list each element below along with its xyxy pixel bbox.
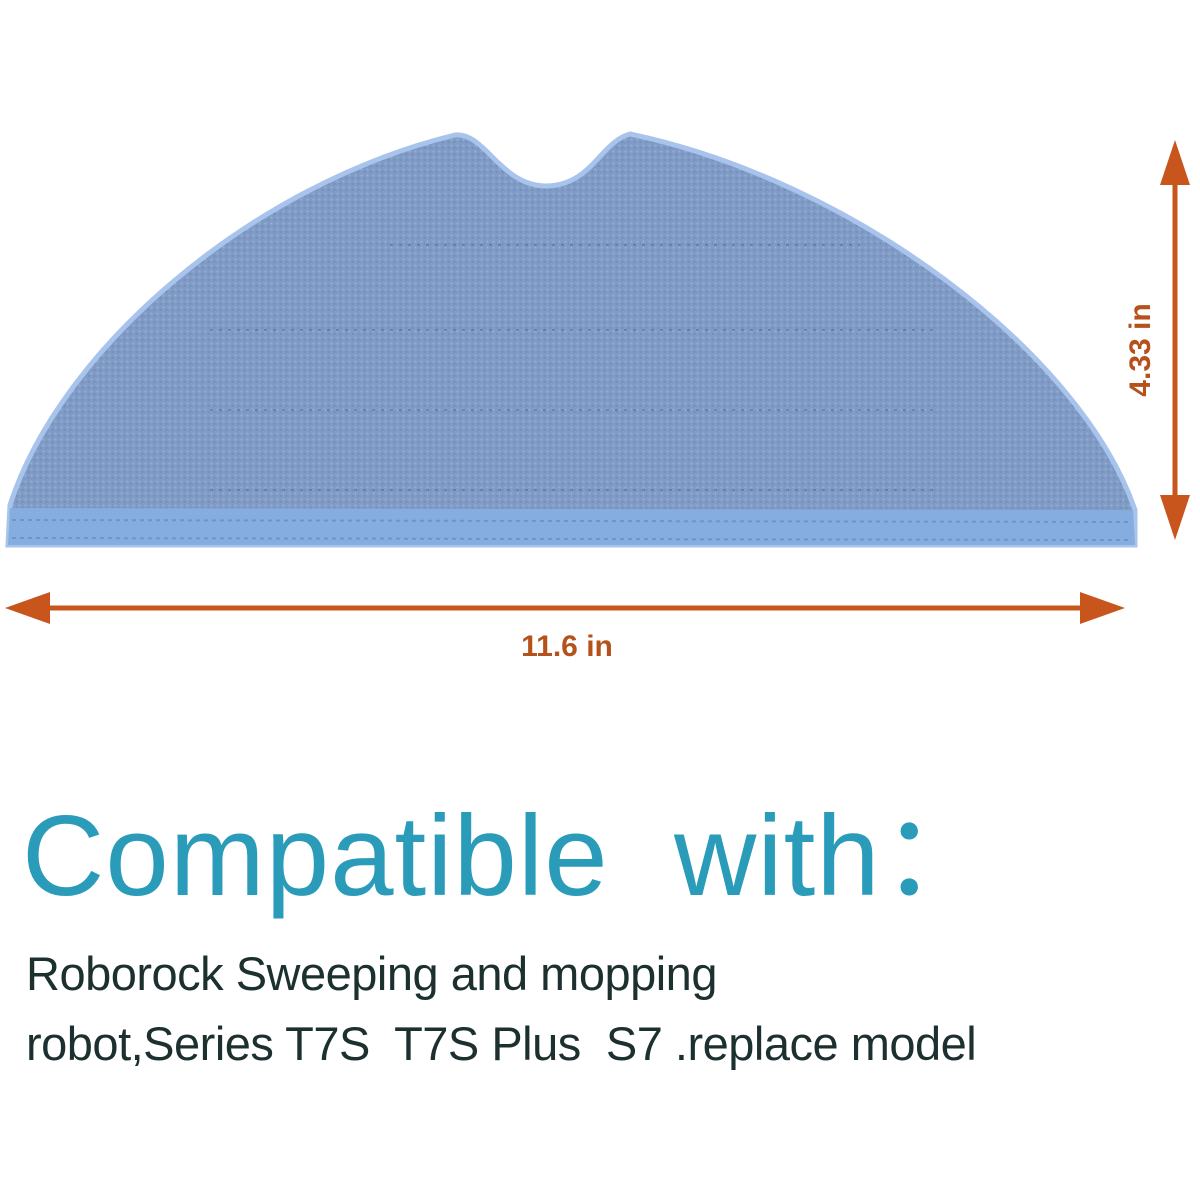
- product-diagram: 11.6 in 4.33 in: [5, 131, 1190, 663]
- width-label: 11.6 in: [521, 630, 613, 663]
- height-arrow-icon: [1160, 140, 1190, 540]
- compatibility-line-1: Roborock Sweeping and mopping: [26, 947, 717, 1000]
- compatibility-line-2: robot,Series T7S T7S Plus S7 .replace mo…: [26, 1017, 977, 1070]
- mop-pad-icon: [5, 131, 1138, 548]
- width-arrow-icon: [5, 592, 1125, 624]
- height-label: 4.33 in: [1124, 303, 1157, 396]
- compatibility-heading: Compatible with：: [22, 793, 996, 920]
